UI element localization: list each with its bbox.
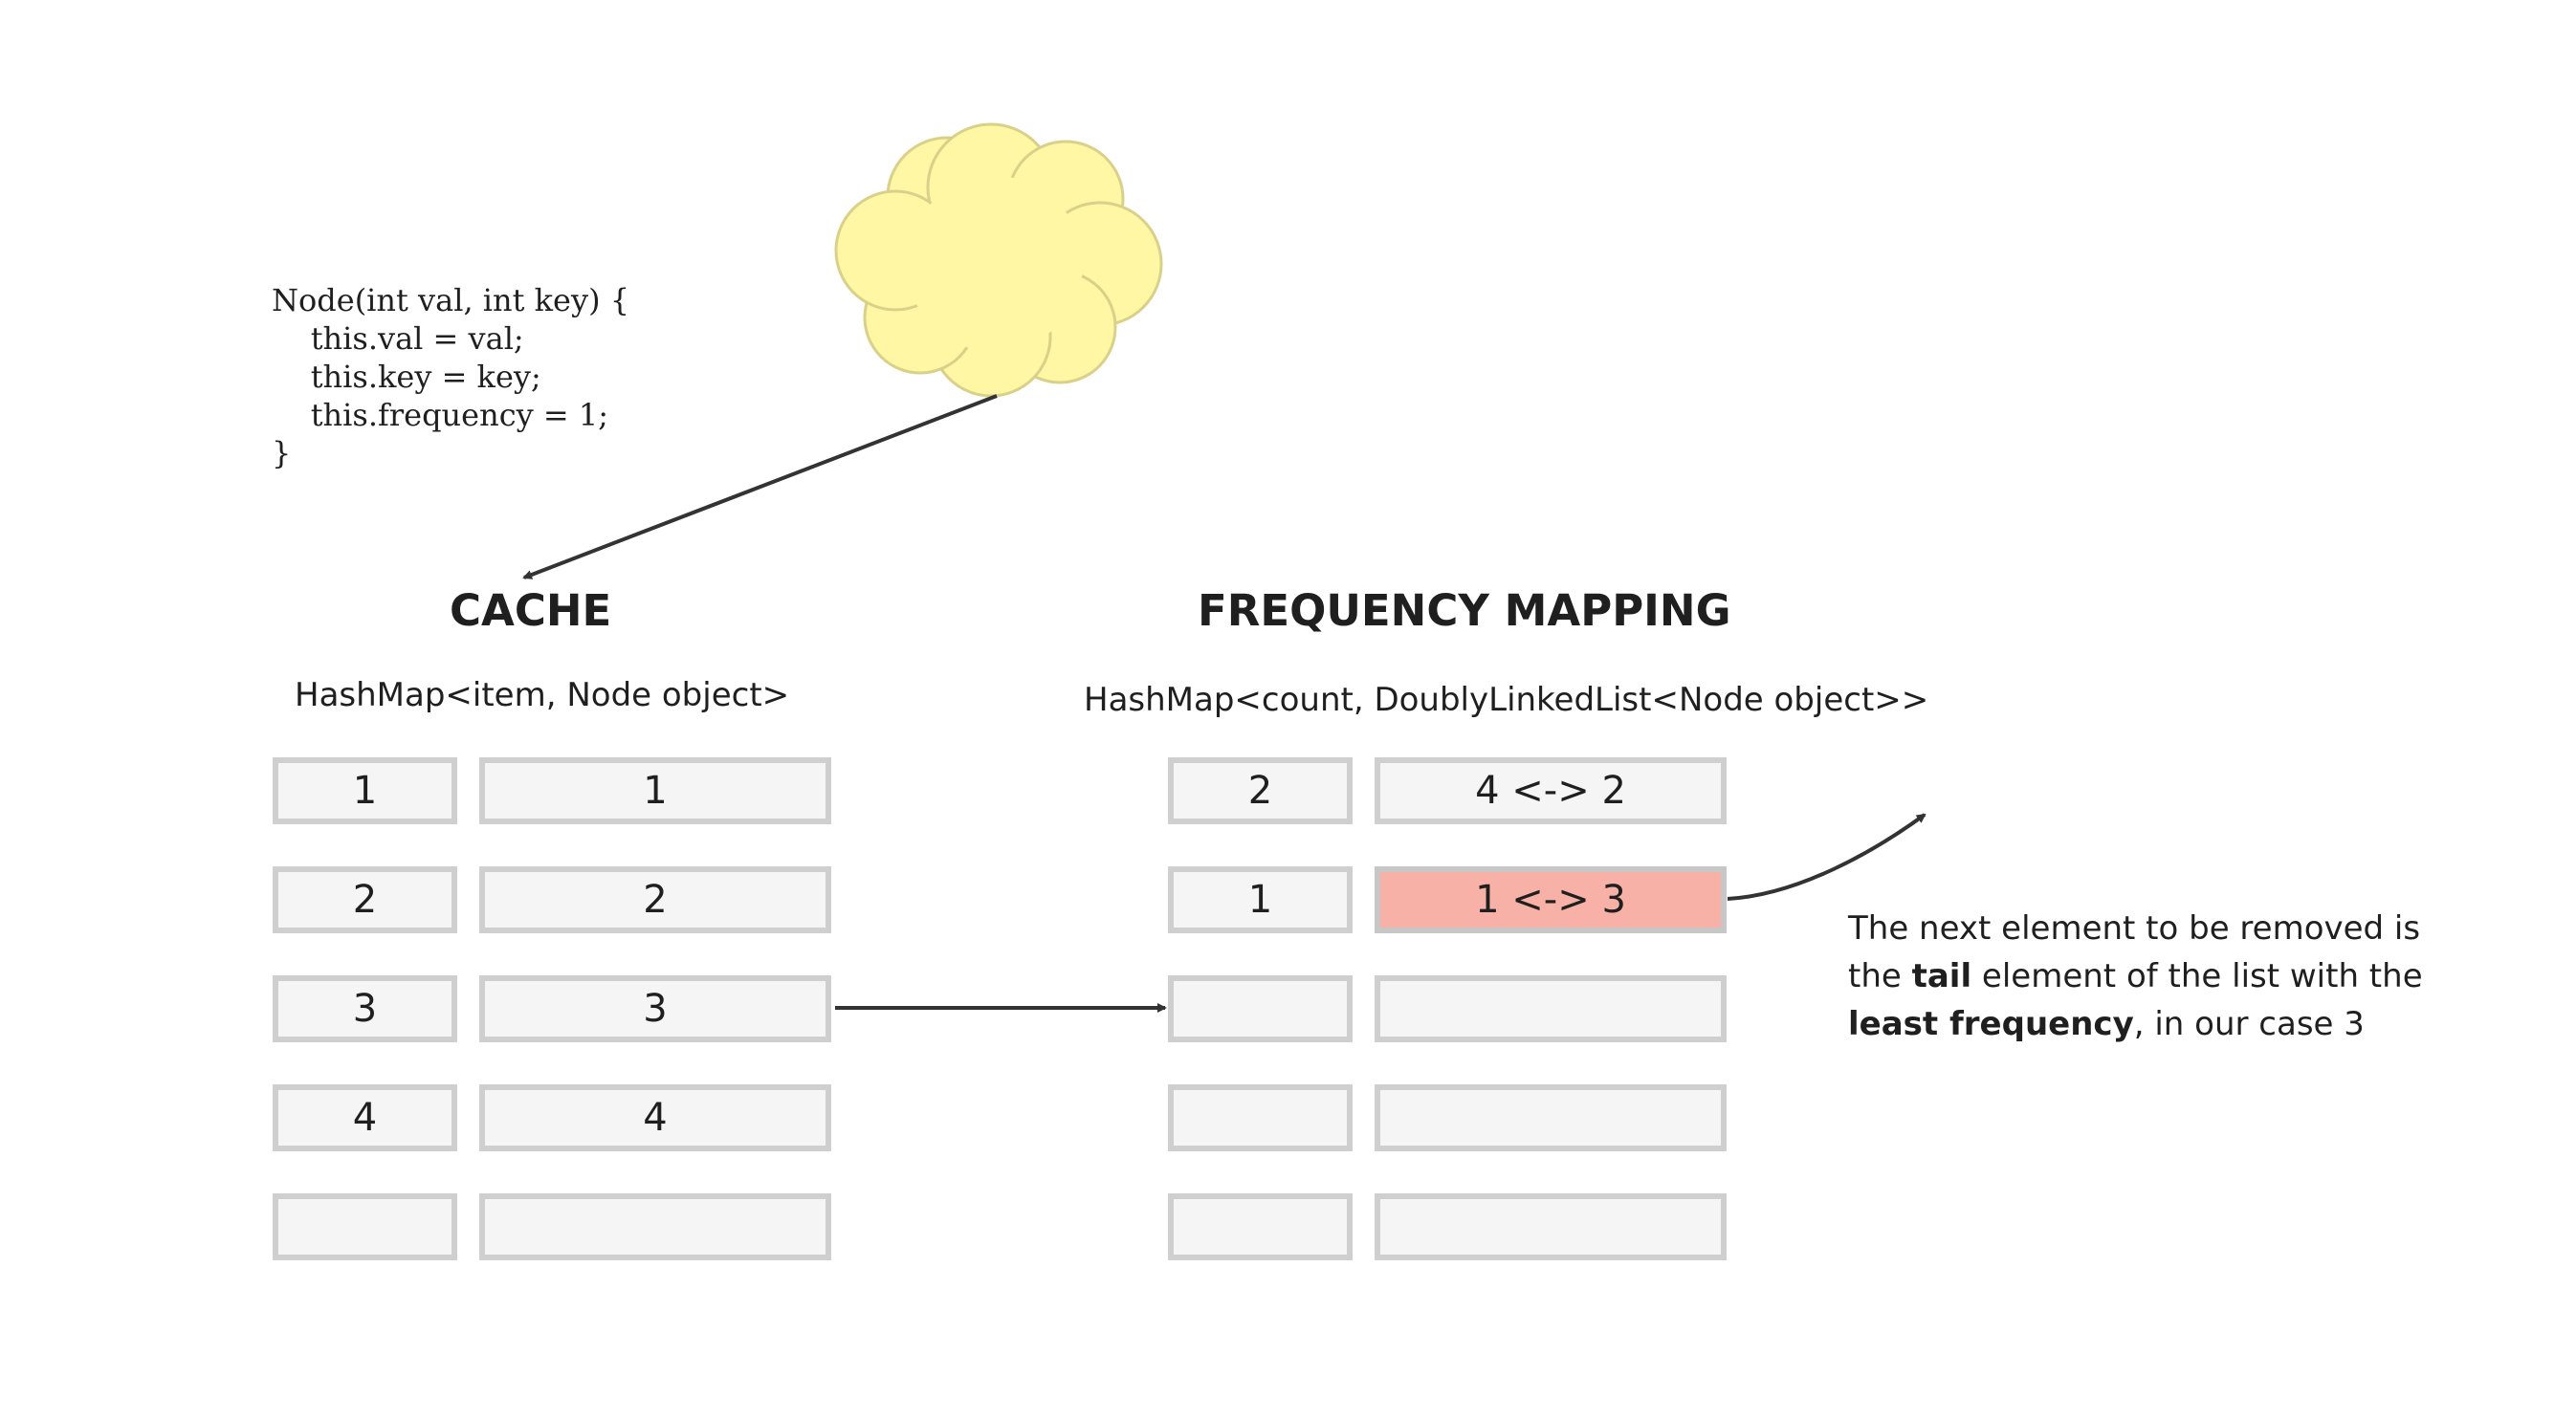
eviction-arrow xyxy=(1727,813,1926,901)
cloud-shape xyxy=(834,122,1163,398)
frequency-count-cell: 2 xyxy=(1168,757,1353,824)
cache-key-cell: 1 xyxy=(273,757,457,824)
frequency-count-cell xyxy=(1168,1193,1353,1260)
frequency-count-cell xyxy=(1168,1084,1353,1151)
note-emphasis-tail: tail xyxy=(1911,957,1972,995)
node-constructor-code: Node(int val, int key) { this.val = val;… xyxy=(272,281,629,472)
frequency-list-cell: 4 <-> 2 xyxy=(1375,757,1727,824)
code-line: Node(int val, int key) { xyxy=(272,282,630,318)
frequency-mapping-title: FREQUENCY MAPPING xyxy=(1198,585,1731,636)
cache-value-cell: 1 xyxy=(479,757,831,824)
least-frequency-list-cell: 1 <-> 3 xyxy=(1375,866,1727,933)
cloud-to-cache-arrow xyxy=(522,394,998,579)
note-text: The next element to be removed is the xyxy=(1848,909,2421,995)
cache-value-cell: 3 xyxy=(479,975,831,1042)
cache-value-cell: 4 xyxy=(479,1084,831,1151)
frequency-list-cell xyxy=(1375,1193,1727,1260)
frequency-mapping-subtitle: HashMap<count, DoublyLinkedList<Node obj… xyxy=(1084,681,1929,719)
cache-key-cell: 4 xyxy=(273,1084,457,1151)
cache-subtitle: HashMap<item, Node object> xyxy=(295,676,790,714)
code-line: this.key = key; xyxy=(272,359,541,395)
code-line: } xyxy=(272,435,292,471)
cache-key-cell xyxy=(273,1193,457,1260)
frequency-count-cell: 1 xyxy=(1168,866,1353,933)
cache-key-cell: 2 xyxy=(273,866,457,933)
frequency-count-cell xyxy=(1168,975,1353,1042)
frequency-list-cell xyxy=(1375,975,1727,1042)
cache-key-cell: 3 xyxy=(273,975,457,1042)
code-line: this.frequency = 1; xyxy=(272,397,608,433)
code-line: this.val = val; xyxy=(272,320,524,357)
note-text: element of the list with the xyxy=(1971,957,2423,995)
eviction-note: The next element to be removed is the ta… xyxy=(1848,905,2441,1048)
frequency-list-cell xyxy=(1375,1084,1727,1151)
note-emphasis-least-frequency: least frequency xyxy=(1848,1005,2134,1043)
note-text: , in our case 3 xyxy=(2133,1005,2365,1043)
cache-value-cell: 2 xyxy=(479,866,831,933)
cache-value-cell xyxy=(479,1193,831,1260)
cache-title: CACHE xyxy=(450,585,612,636)
